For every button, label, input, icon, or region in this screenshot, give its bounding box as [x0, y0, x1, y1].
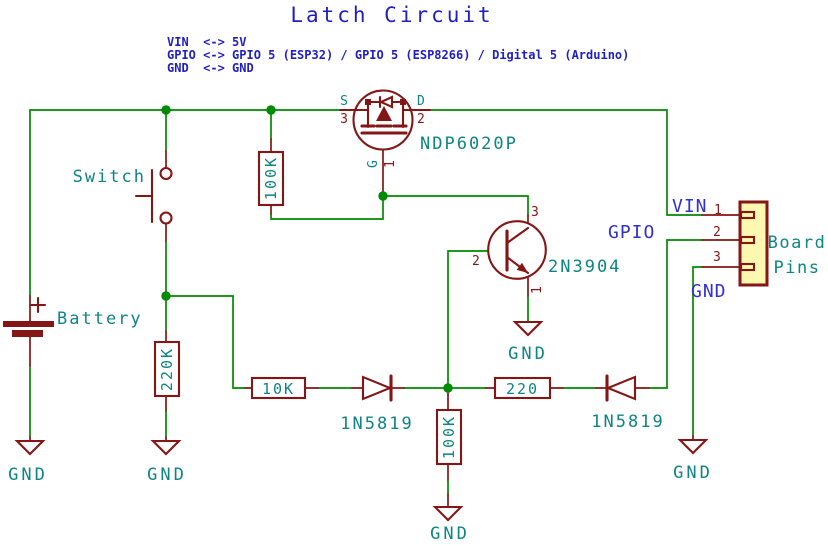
connector-board-pins: 1 2 3 VIN GPIO GND Board Pins — [608, 196, 827, 302]
gnd-battery: GND — [8, 439, 48, 485]
mosfet-pin-s-number: 3 — [340, 112, 348, 127]
gnd-pulldown: GND — [430, 505, 470, 544]
connector-pin-pad — [739, 262, 756, 272]
gnd-label: GND — [508, 344, 548, 364]
transistor-value: 2N3904 — [548, 257, 621, 277]
connector-name-line2: Pins — [774, 258, 821, 278]
wire — [692, 266, 703, 437]
connector-pin3-number: 3 — [713, 250, 721, 265]
transistor-2n3904: 3 2 1 2N3904 — [472, 205, 621, 294]
gnd-label: GND — [430, 524, 470, 544]
wire — [270, 195, 384, 220]
note-line-2: GPIO <-> GPIO 5 (ESP32) / GPIO 5 (ESP826… — [167, 48, 629, 62]
resistor-value: 220K — [158, 347, 176, 391]
resistor-value: 220 — [506, 380, 539, 398]
mosfet-pin-d-label: D — [417, 94, 425, 109]
gnd-connector: GND — [673, 438, 713, 483]
gnd-label: GND — [147, 465, 187, 485]
net-label-gnd: GND — [691, 281, 727, 302]
transistor-emitter-arrow — [516, 262, 528, 273]
junction-dot — [266, 105, 276, 115]
gnd-triangle — [14, 439, 46, 456]
transistor-pin-b-number: 2 — [472, 254, 480, 269]
diode-value: 1N5819 — [591, 412, 664, 432]
wire — [382, 195, 529, 216]
resistor-pulldown: 100K — [435, 408, 463, 466]
resistor-input: 10K — [250, 376, 307, 400]
diode-latch: 1N5819 — [591, 374, 664, 432]
note-line-1: VIN <-> 5V — [167, 35, 246, 49]
transistor-pin-e-number: 1 — [530, 286, 545, 294]
connector-pin-pad — [739, 210, 756, 220]
resistor-value: 100K — [440, 415, 458, 459]
resistor-battery-sense: 220K — [153, 340, 181, 398]
resistor-gate-pullup: 100K — [257, 150, 285, 207]
wire — [429, 109, 703, 216]
gnd-triangle — [150, 439, 182, 456]
gnd-label: GND — [8, 465, 48, 485]
diode-value: 1N5819 — [340, 414, 413, 434]
diode-input: 1N5819 — [340, 374, 413, 434]
gnd-transistor: GND — [508, 320, 548, 364]
junction-dot — [161, 105, 171, 115]
junction-dot — [443, 383, 453, 393]
gnd-switch-branch: GND — [147, 439, 187, 485]
net-label-gpio: GPIO — [608, 222, 655, 243]
connector-pin1-number: 1 — [714, 203, 722, 218]
transistor-pin-c-number: 3 — [531, 205, 539, 220]
transistor-body — [487, 220, 547, 280]
schematic-title: Latch Circuit — [290, 3, 493, 27]
junction-dot — [161, 291, 171, 301]
mosfet-ndp6020p: S 3 D 2 G 1 NDP6020P — [338, 89, 518, 168]
wire — [648, 239, 703, 389]
connector-pin2-number: 2 — [713, 225, 721, 240]
mosfet-pin-s-label: S — [340, 94, 348, 109]
plus-sign — [29, 296, 47, 314]
diode-triangle — [361, 375, 393, 401]
resistor-gpio-series: 220 — [493, 376, 552, 400]
note-line-3: GND <-> GND — [167, 61, 254, 75]
diode-triangle — [605, 375, 637, 401]
junction-dot — [378, 191, 388, 201]
connector-pin-pad — [739, 235, 756, 245]
switch-symbol: Switch — [73, 166, 173, 225]
gnd-triangle — [512, 320, 544, 337]
junction-dots — [161, 105, 453, 393]
mosfet-pin-g-label: G — [366, 160, 381, 168]
mosfet-pin-g-number: 1 — [383, 160, 398, 168]
resistor-value: 10K — [262, 380, 295, 398]
wire — [447, 250, 496, 389]
wire — [165, 295, 246, 389]
mosfet-value: NDP6020P — [420, 134, 518, 154]
battery-label: Battery — [57, 309, 143, 329]
mosfet-pin-d-number: 2 — [417, 112, 425, 127]
net-label-vin: VIN — [672, 196, 708, 217]
gnd-label: GND — [673, 463, 713, 483]
gnd-triangle — [677, 438, 709, 455]
wire-net — [29, 109, 703, 495]
battery-symbol: Battery — [3, 296, 143, 337]
switch-label: Switch — [73, 167, 146, 187]
mosfet-arrow — [376, 106, 392, 121]
comment-block: VIN <-> 5V GPIO <-> GPIO 5 (ESP32) / GPI… — [167, 35, 629, 75]
resistor-value: 100K — [262, 156, 280, 200]
connector-name-line1: Board — [768, 233, 827, 253]
gnd-triangle — [432, 505, 464, 522]
